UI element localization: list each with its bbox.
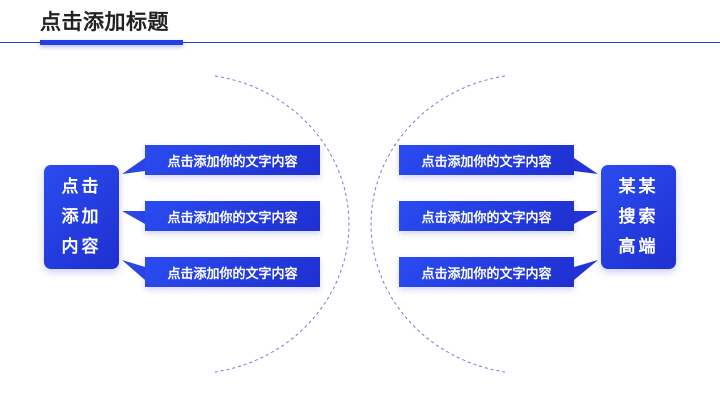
- left-hub-box[interactable]: 点击 添加 内容: [44, 165, 119, 269]
- left-hub-line: 添加: [61, 207, 102, 227]
- left-hub-line: 点击: [61, 177, 102, 197]
- right-callout-2[interactable]: 点击添加你的文字内容: [399, 201, 574, 231]
- left-callout-2[interactable]: 点击添加你的文字内容: [145, 201, 320, 231]
- right-hub-line: 高端: [618, 237, 659, 257]
- left-hub-line: 内容: [61, 237, 102, 257]
- right-callout-3[interactable]: 点击添加你的文字内容: [399, 257, 574, 287]
- title-underline-accent: [40, 40, 183, 45]
- right-hub-box[interactable]: 某某 搜索 高端: [601, 165, 676, 269]
- header-divider: [0, 42, 720, 43]
- left-callout-1[interactable]: 点击添加你的文字内容: [145, 145, 320, 175]
- right-hub-line: 搜索: [618, 207, 659, 227]
- left-callout-3[interactable]: 点击添加你的文字内容: [145, 257, 320, 287]
- page-title: 点击添加标题: [40, 10, 169, 34]
- right-hub-line: 某某: [618, 177, 659, 197]
- right-callout-1[interactable]: 点击添加你的文字内容: [399, 145, 574, 175]
